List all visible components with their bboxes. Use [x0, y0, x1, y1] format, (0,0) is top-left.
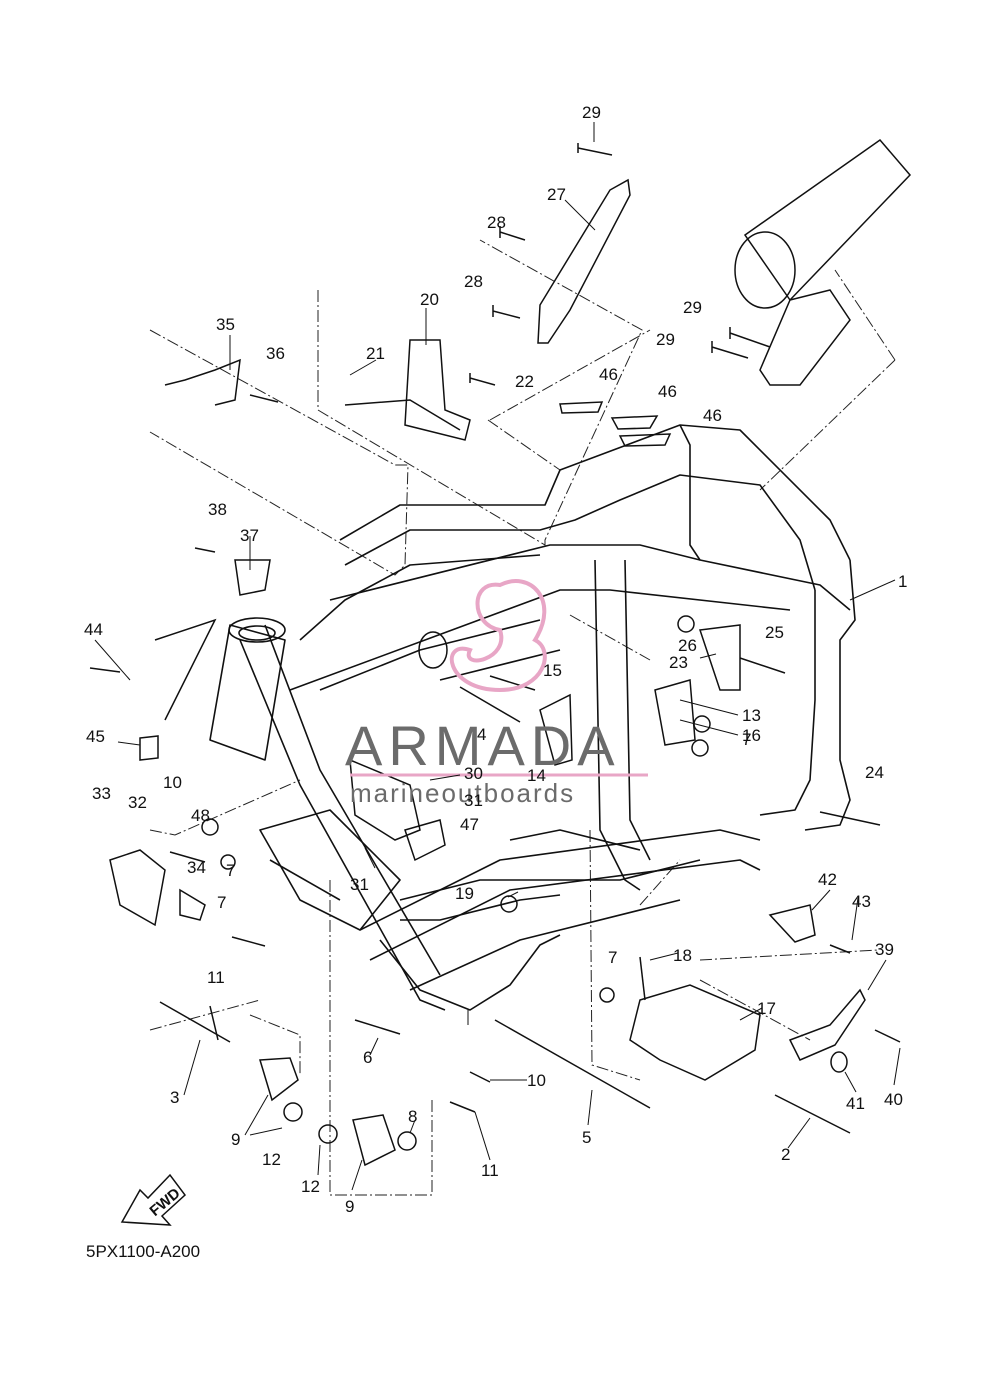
callout-44: 44 [84, 620, 103, 639]
callout-30: 30 [464, 764, 483, 783]
callout-10b: 10 [527, 1071, 546, 1090]
callout-9a: 9 [231, 1130, 240, 1149]
watermark-brand: ARMADA [345, 714, 621, 777]
callout-46a: 46 [599, 365, 618, 384]
callout-23: 23 [669, 653, 688, 672]
callout-10a: 10 [163, 773, 182, 792]
callouts: 1 2 3 4 5 6 7 7 7 7 8 9 9 10 10 11 11 12… [84, 103, 907, 1216]
callout-28a: 28 [487, 213, 506, 232]
callout-4: 4 [477, 725, 486, 744]
callout-7b: 7 [217, 893, 226, 912]
callout-12a: 12 [262, 1150, 281, 1169]
callout-29c: 29 [656, 330, 675, 349]
watermark-tagline: marineoutboards [350, 778, 575, 808]
callout-43: 43 [852, 892, 871, 911]
watermark-logo [449, 579, 547, 693]
callout-7c: 7 [608, 948, 617, 967]
diagram-code: 5PX1100-A200 [86, 1242, 200, 1261]
callout-1: 1 [898, 572, 907, 591]
callout-27: 27 [547, 185, 566, 204]
callout-39: 39 [875, 940, 894, 959]
callout-19: 19 [455, 884, 474, 903]
callout-25: 25 [765, 623, 784, 642]
fwd-arrow: FWD [120, 1173, 187, 1226]
callout-26: 26 [678, 636, 697, 655]
callout-40: 40 [884, 1090, 903, 1109]
callout-48: 48 [191, 806, 210, 825]
boundary-lines [149, 239, 896, 1196]
callout-42: 42 [818, 870, 837, 889]
callout-16: 16 [742, 726, 761, 745]
callout-22: 22 [515, 372, 534, 391]
frame-body [209, 424, 856, 1011]
callout-13: 13 [742, 706, 761, 725]
callout-20: 20 [420, 290, 439, 309]
callout-17: 17 [757, 999, 776, 1018]
callout-31a: 31 [464, 791, 483, 810]
callout-18: 18 [673, 946, 692, 965]
callout-24: 24 [865, 763, 884, 782]
callout-11a: 11 [207, 968, 225, 987]
callout-12b: 12 [301, 1177, 320, 1196]
callout-46b: 46 [658, 382, 677, 401]
callout-9b: 9 [345, 1197, 354, 1216]
callout-14: 14 [527, 766, 546, 785]
callout-2: 2 [781, 1145, 790, 1164]
callout-33: 33 [92, 784, 111, 803]
callout-3: 3 [170, 1088, 179, 1107]
callout-37: 37 [240, 526, 259, 545]
small-parts [89, 138, 912, 1167]
callout-28b: 28 [464, 272, 483, 291]
watermark: ARMADA marineoutboards [345, 579, 648, 808]
callout-7a: 7 [742, 730, 751, 749]
leader-lines [94, 122, 901, 1191]
callout-41: 41 [846, 1094, 865, 1113]
callout-36: 36 [266, 344, 285, 363]
callout-29b: 29 [683, 298, 702, 317]
callout-7d: 7 [226, 861, 235, 880]
callout-6: 6 [363, 1048, 372, 1067]
callout-29a: 29 [582, 103, 601, 122]
callout-45: 45 [86, 727, 105, 746]
callout-8: 8 [408, 1107, 417, 1126]
callout-31b: 31 [350, 875, 369, 894]
callout-38: 38 [208, 500, 227, 519]
callout-11b: 11 [481, 1161, 499, 1180]
callout-34: 34 [187, 858, 206, 877]
callout-47: 47 [460, 815, 479, 834]
callout-5: 5 [582, 1128, 591, 1147]
callout-46c: 46 [703, 406, 722, 425]
callout-32: 32 [128, 793, 147, 812]
callout-21: 21 [366, 344, 385, 363]
callout-15: 15 [543, 661, 562, 680]
callout-35: 35 [216, 315, 235, 334]
